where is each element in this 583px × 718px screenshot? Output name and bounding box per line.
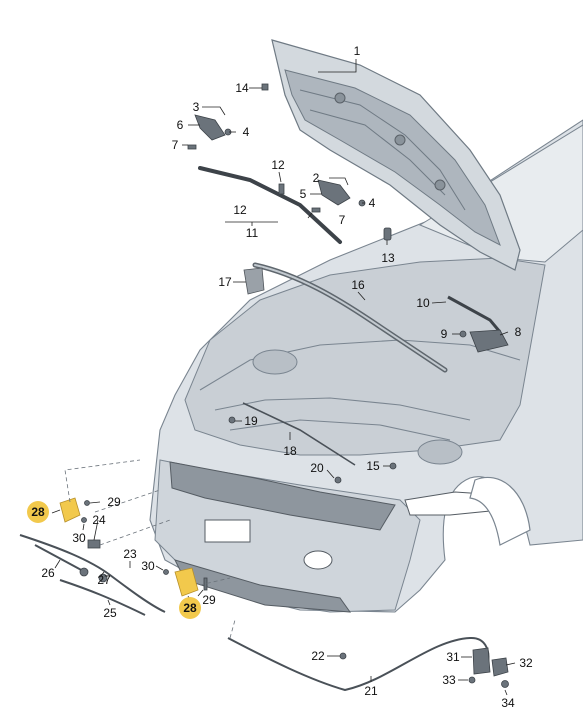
callout-13: 13 <box>381 251 395 265</box>
callout-labels: 1 2 3 4 4 5 6 7 7 8 9 10 11 12 12 13 14 … <box>27 44 533 710</box>
lock-28-bottom <box>174 567 199 597</box>
clip-19 <box>228 416 236 424</box>
callout-20: 20 <box>310 461 324 475</box>
callout-12-lower: 12 <box>233 203 247 217</box>
cable-26 <box>34 544 86 573</box>
callout-25: 25 <box>103 606 117 620</box>
part-14 <box>261 83 269 91</box>
hinge-part-5 <box>317 179 351 206</box>
locator-lines <box>64 459 236 639</box>
callout-6: 6 <box>177 118 184 132</box>
bay-line-2 <box>229 419 451 441</box>
callout-4-upper: 4 <box>243 125 250 139</box>
fog-lamp <box>303 550 333 570</box>
nut-30-top <box>81 517 87 523</box>
callout-26: 26 <box>41 566 55 580</box>
callout-2: 2 <box>313 171 320 185</box>
parts <box>19 83 509 692</box>
callout-32: 32 <box>519 656 533 670</box>
callout-24: 24 <box>92 513 106 527</box>
nut-34 <box>501 680 509 688</box>
callout-11: 11 <box>246 226 259 240</box>
callout-28-upper-badge <box>27 501 49 523</box>
bonnet-hole-3 <box>434 179 446 191</box>
handle-31 <box>472 647 491 675</box>
hinge-part-6 <box>194 114 226 141</box>
screw-29-bottom <box>203 577 208 591</box>
callout-30-lower: 30 <box>141 559 155 573</box>
car-body <box>149 119 583 613</box>
callout-5: 5 <box>300 187 307 201</box>
callout-18: 18 <box>283 444 297 458</box>
bolt-33 <box>468 676 476 684</box>
callout-29-upper: 29 <box>107 495 121 509</box>
bonnet-hole-1 <box>334 92 346 104</box>
cable-18 <box>242 402 356 466</box>
clip-20 <box>334 476 342 484</box>
callout-19: 19 <box>244 414 258 428</box>
callout-28-lower-badge <box>179 597 201 619</box>
grille <box>169 461 396 531</box>
callout-33: 33 <box>442 673 456 687</box>
bay-line <box>214 397 471 421</box>
holder-8 <box>469 329 509 353</box>
callout-28-lower: 28 <box>183 601 197 615</box>
part-12 <box>278 183 285 195</box>
callout-15: 15 <box>366 459 380 473</box>
nut-30-bottom <box>163 569 169 575</box>
leader-lines <box>51 59 516 696</box>
callout-1: 1 <box>354 44 361 58</box>
callout-23: 23 <box>123 547 137 561</box>
callout-10: 10 <box>416 296 430 310</box>
callout-29-lower: 29 <box>202 593 216 607</box>
wheel-arch <box>469 476 531 546</box>
callout-17: 17 <box>218 275 232 289</box>
connector-27a <box>79 567 89 577</box>
callout-30-upper: 30 <box>72 531 86 545</box>
clip-15 <box>389 462 397 470</box>
callout-22: 22 <box>311 649 325 663</box>
plate-holder <box>204 519 251 543</box>
callout-7-lower: 7 <box>339 213 346 227</box>
callout-9: 9 <box>441 327 448 341</box>
callout-27: 27 <box>97 573 111 587</box>
cable-25 <box>59 579 146 616</box>
clip-22 <box>339 652 347 660</box>
bracket-17 <box>243 267 265 295</box>
clip-9 <box>459 330 467 338</box>
callout-14: 14 <box>235 81 249 95</box>
bolt-7b <box>311 207 321 213</box>
bolt-7a <box>187 144 197 150</box>
callout-12-upper: 12 <box>271 158 285 172</box>
bonnet-inner-frame <box>284 69 501 247</box>
callout-21: 21 <box>364 684 378 698</box>
engine-bay <box>184 257 546 456</box>
callout-4-lower: 4 <box>369 196 376 210</box>
strut-top-left <box>252 349 298 375</box>
strut-top-right <box>417 439 463 465</box>
screw-29-top <box>84 500 90 506</box>
callout-28-upper: 28 <box>31 505 45 519</box>
cable-21 <box>227 636 490 692</box>
bracket-32 <box>491 657 509 677</box>
callout-16: 16 <box>351 278 365 292</box>
callout-3: 3 <box>193 100 200 114</box>
callout-31: 31 <box>446 650 460 664</box>
rear-seal-11 <box>198 166 342 244</box>
callout-8: 8 <box>515 325 522 339</box>
part-24 <box>87 539 101 549</box>
callout-34: 34 <box>501 696 515 710</box>
bonnet-rib-2 <box>309 109 446 196</box>
buffer-13 <box>383 227 392 241</box>
callout-7-upper: 7 <box>172 138 179 152</box>
cable-23 <box>19 534 166 613</box>
prop-10 <box>447 295 502 333</box>
bonnet <box>271 39 521 271</box>
bonnet-hole-2 <box>394 134 406 146</box>
